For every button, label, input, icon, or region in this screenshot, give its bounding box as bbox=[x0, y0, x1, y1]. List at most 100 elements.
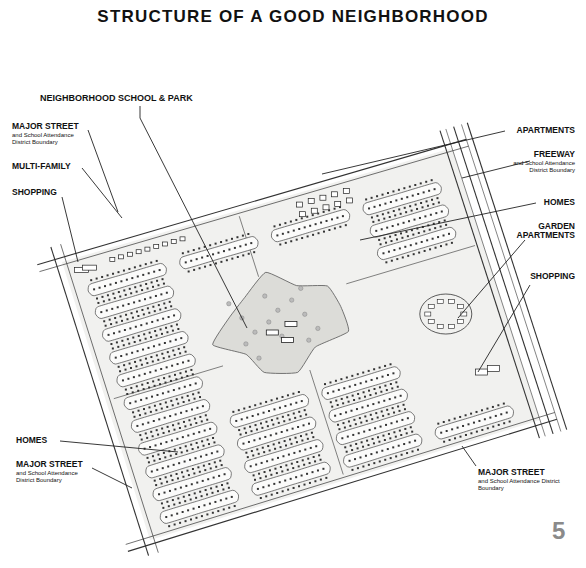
house-dot bbox=[292, 393, 294, 395]
house-dot bbox=[138, 410, 140, 412]
house-dot bbox=[287, 231, 289, 233]
house-dot bbox=[327, 392, 329, 394]
house-dot bbox=[503, 422, 505, 424]
callout-label: MAJOR STREET bbox=[478, 468, 545, 477]
house-dot bbox=[231, 496, 233, 498]
house-dot bbox=[170, 305, 172, 307]
house-dot bbox=[445, 224, 447, 226]
house-dot bbox=[159, 458, 161, 460]
house-dot bbox=[320, 479, 322, 481]
house-dot bbox=[248, 253, 250, 255]
house-dot bbox=[279, 481, 281, 483]
house-dot bbox=[134, 341, 136, 343]
leader-line bbox=[62, 197, 78, 262]
house-dot bbox=[405, 231, 407, 233]
house-dot bbox=[150, 336, 152, 338]
house-dot bbox=[434, 227, 436, 229]
house-dot bbox=[112, 347, 114, 349]
tree bbox=[267, 320, 271, 324]
street-line bbox=[440, 131, 539, 438]
house-dot bbox=[359, 397, 361, 399]
house-dot bbox=[314, 460, 316, 462]
house-dot bbox=[149, 371, 151, 373]
house-dot bbox=[361, 441, 363, 443]
house-dot bbox=[115, 357, 117, 359]
house-dot bbox=[211, 452, 213, 454]
house-dot bbox=[173, 504, 175, 506]
house-dot bbox=[151, 396, 153, 398]
street-loop bbox=[271, 210, 349, 242]
house-dot bbox=[160, 293, 162, 295]
house-dot bbox=[492, 406, 494, 408]
house-dot bbox=[372, 438, 374, 440]
house-dot bbox=[125, 314, 127, 316]
house-dot bbox=[435, 247, 437, 249]
house-dot bbox=[373, 388, 375, 390]
house-dot bbox=[376, 377, 378, 379]
house-dot bbox=[178, 462, 180, 464]
house-dot bbox=[159, 269, 161, 271]
house-dot bbox=[323, 231, 325, 233]
house-dot bbox=[181, 397, 183, 399]
house-dot bbox=[271, 399, 273, 401]
house-dot bbox=[396, 258, 398, 260]
house-dot bbox=[164, 492, 166, 494]
house-dot bbox=[188, 399, 190, 401]
park bbox=[213, 272, 349, 373]
house-dot bbox=[175, 378, 177, 380]
house-dot bbox=[290, 221, 292, 223]
house-dot bbox=[203, 445, 205, 447]
house-dot bbox=[265, 495, 267, 497]
house-dot bbox=[454, 418, 456, 420]
house-dot bbox=[228, 507, 230, 509]
house-dot bbox=[389, 398, 391, 400]
house-dot bbox=[329, 381, 331, 383]
house-dot bbox=[184, 500, 186, 502]
house-dot bbox=[179, 502, 181, 504]
house-dot bbox=[149, 297, 151, 299]
house-dot bbox=[423, 191, 425, 193]
house-dot bbox=[506, 412, 508, 414]
house-dot bbox=[280, 446, 282, 448]
house-dot bbox=[340, 378, 342, 380]
house-dot bbox=[426, 200, 428, 202]
house-dot bbox=[179, 372, 181, 374]
house-dot bbox=[297, 426, 299, 428]
house-dot bbox=[315, 445, 317, 447]
house-dot bbox=[158, 304, 160, 306]
house-dot bbox=[337, 404, 339, 406]
house-dot bbox=[498, 424, 500, 426]
house-dot bbox=[117, 271, 119, 273]
house-dot bbox=[156, 260, 158, 262]
house-dot bbox=[438, 202, 440, 204]
house-dot bbox=[188, 270, 190, 272]
house-dot bbox=[314, 480, 316, 482]
house-dot bbox=[378, 239, 380, 241]
house-dot bbox=[298, 228, 300, 230]
house-dot bbox=[213, 441, 215, 443]
house-dot bbox=[421, 241, 423, 243]
house-dot bbox=[368, 464, 370, 466]
house-dot bbox=[151, 281, 153, 283]
house-dot bbox=[155, 409, 157, 411]
house-dot bbox=[135, 326, 137, 328]
street-loop bbox=[377, 227, 455, 259]
house-dot bbox=[212, 512, 214, 514]
house-dot bbox=[188, 494, 190, 496]
house-dot bbox=[383, 218, 385, 220]
garden-apartments-court bbox=[420, 294, 472, 334]
house-dot bbox=[388, 413, 390, 415]
house-dot bbox=[397, 223, 399, 225]
house-dot bbox=[376, 195, 378, 197]
house-dot bbox=[497, 404, 499, 406]
house-dot bbox=[175, 413, 177, 415]
house-dot bbox=[379, 386, 381, 388]
house-dot bbox=[155, 370, 157, 372]
house-dot bbox=[476, 411, 478, 413]
house-dot bbox=[144, 373, 146, 375]
house-dot bbox=[215, 466, 217, 468]
house-dot bbox=[401, 237, 403, 239]
house-dot bbox=[290, 240, 292, 242]
garden-apartment-building bbox=[437, 300, 443, 304]
